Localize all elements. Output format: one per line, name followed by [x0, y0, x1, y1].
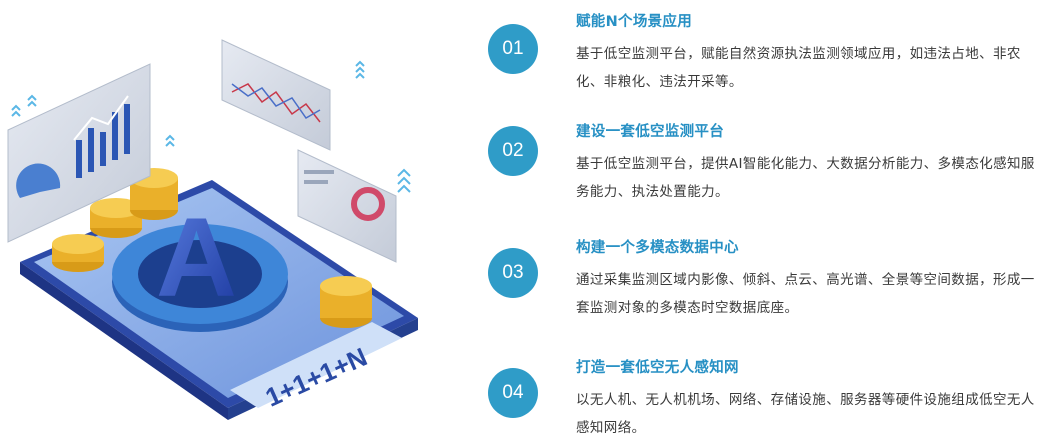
item-number-badge: 04 [488, 368, 538, 418]
item-number-badge: 02 [488, 126, 538, 176]
ai-platform-illustration: 1+1+1+N A [7, 39, 418, 420]
donut-chart-panel-icon [297, 149, 397, 263]
up-arrow-decor-icon [11, 60, 411, 193]
item-number-badge: 03 [488, 248, 538, 298]
item-description: 基于低空监测平台，提供AI智能化能力、大数据分析能力、多模态化感知服务能力、执法… [576, 156, 1035, 200]
item-description: 以无人机、无人机机场、网络、存储设施、服务器等硬件设施组成低空无人感知网络。 [576, 392, 1035, 436]
item-title: 建设一套低空监测平台 [576, 124, 724, 140]
item-title: 打造一套低空无人感知网 [576, 360, 739, 376]
bar-chart-panel-icon [7, 63, 151, 243]
item-title: 赋能N个场景应用 [576, 14, 693, 30]
item-number-badge: 01 [488, 24, 538, 74]
coin-stack-icon [52, 168, 372, 328]
line-chart-panel-icon [221, 39, 331, 151]
item-description: 通过采集监测区域内影像、倾斜、点云、高光谱、全景等空间数据，形成一套监测对象的多… [576, 272, 1035, 316]
item-description: 基于低空监测平台，赋能自然资源执法监测领域应用，如违法占地、非农化、非粮化、违法… [576, 46, 1021, 90]
item-title: 构建一个多模态数据中心 [576, 240, 739, 256]
ring-icon [112, 224, 288, 332]
